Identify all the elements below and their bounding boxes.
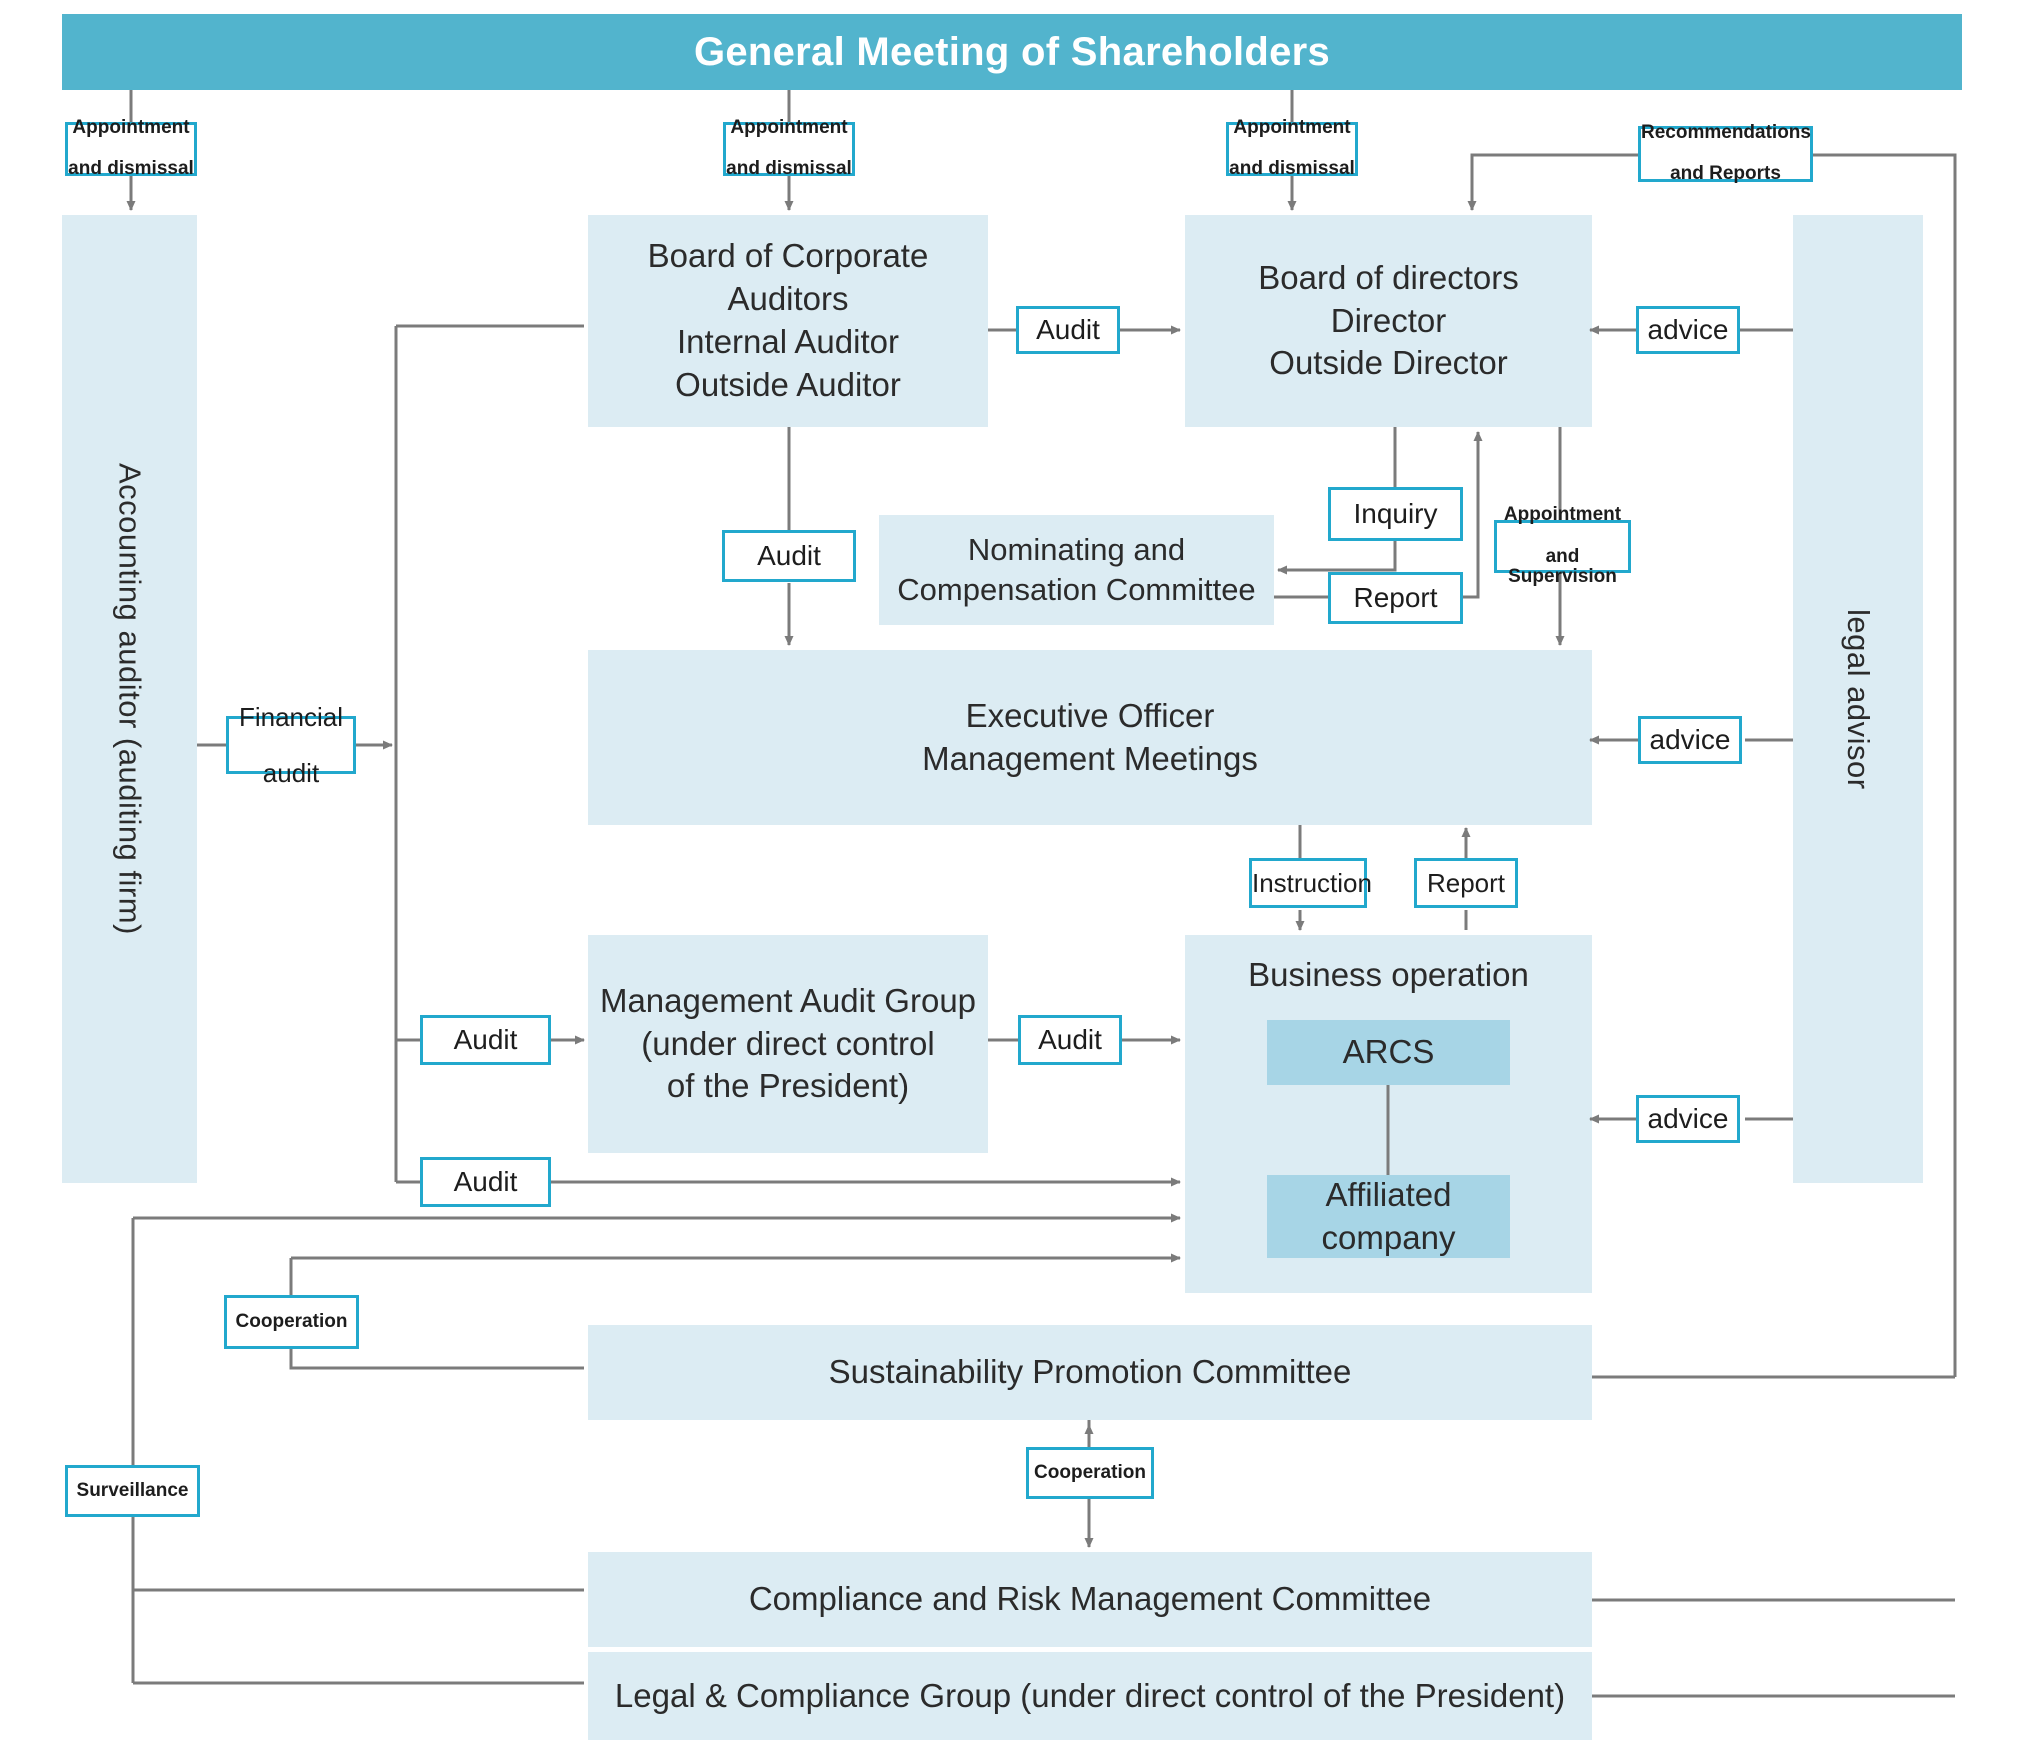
node-legal-and-compliance-group: Legal & Compliance Group (under direct c… bbox=[588, 1652, 1592, 1740]
node-sustainability-promotion-committee: Sustainability Promotion Committee bbox=[588, 1325, 1592, 1420]
ncc-line-2: Compensation Committee bbox=[897, 572, 1256, 607]
ad3-line-1: Appointment bbox=[1233, 117, 1351, 139]
edge-label-advice-to-executive: advice bbox=[1638, 716, 1742, 764]
edge-label-audit-to-business: Audit bbox=[420, 1157, 551, 1207]
eo-line-1: Executive Officer bbox=[965, 696, 1215, 734]
rr-line-1: Recommendations bbox=[1641, 122, 1811, 144]
mag-line-1: Management Audit Group bbox=[599, 981, 977, 1019]
edge-label-inquiry: Inquiry bbox=[1328, 487, 1463, 541]
node-legal-advisor: legal advisor bbox=[1793, 215, 1923, 1183]
as-line-1: Appointment bbox=[1503, 504, 1622, 526]
edge-label-cooperation-left: Cooperation bbox=[224, 1295, 359, 1349]
edge-label-audit-to-management-audit-group: Audit bbox=[420, 1015, 551, 1065]
node-board-of-corporate-auditors: Board of Corporate Auditors Internal Aud… bbox=[588, 215, 988, 427]
as-line-2: and Supervision bbox=[1508, 545, 1617, 588]
edge-label-appointment-and-dismissal-2: Appointment and dismissal bbox=[723, 118, 855, 179]
bca-line-1: Board of Corporate Auditors bbox=[647, 237, 929, 318]
ncc-line-1: Nominating and bbox=[967, 531, 1186, 567]
edge-label-appointment-and-supervision: Appointment and Supervision bbox=[1494, 505, 1631, 587]
bod-line-2: Director bbox=[1330, 301, 1447, 339]
ad3-line-2: and dismissal bbox=[1229, 158, 1355, 180]
node-management-audit-group: Management Audit Group (under direct con… bbox=[588, 935, 988, 1153]
bod-line-1: Board of directors bbox=[1258, 258, 1519, 296]
spc-label: Sustainability Promotion Committee bbox=[828, 1353, 1352, 1391]
node-accounting-auditor: Accounting auditor (auditing firm) bbox=[62, 215, 197, 1183]
edge-label-surveillance: Surveillance bbox=[65, 1465, 200, 1517]
affiliated-line-1: Affiliated bbox=[1325, 1175, 1452, 1213]
eo-line-2: Management Meetings bbox=[922, 739, 1258, 777]
ad1-line-1: Appointment bbox=[72, 117, 190, 139]
edge-label-audit-group-to-business: Audit bbox=[1018, 1015, 1122, 1065]
ad1-line-2: and dismissal bbox=[68, 158, 194, 180]
node-affiliated-company: Affiliated company bbox=[1267, 1175, 1510, 1258]
ad2-line-2: and dismissal bbox=[726, 158, 852, 180]
edge-label-report-to-directors: Report bbox=[1328, 572, 1463, 624]
lcg-label: Legal & Compliance Group (under direct c… bbox=[614, 1676, 1566, 1714]
edge-label-instruction: Instruction bbox=[1249, 858, 1372, 908]
edge-label-appointment-and-dismissal-1: Appointment and dismissal bbox=[65, 118, 197, 179]
node-nominating-and-compensation-committee: Nominating and Compensation Committee bbox=[879, 515, 1274, 625]
crmc-label: Compliance and Risk Management Committee bbox=[748, 1580, 1432, 1618]
fa-line-1: Financial bbox=[238, 701, 344, 732]
bo-title: Business operation bbox=[1248, 955, 1529, 993]
page-title: General Meeting of Shareholders bbox=[693, 29, 1331, 74]
edge-label-audit-auditors-to-directors: Audit bbox=[1016, 306, 1120, 354]
edge-label-audit-to-executive: Audit bbox=[722, 530, 856, 582]
node-board-of-directors: Board of directors Director Outside Dire… bbox=[1185, 215, 1592, 427]
node-arcs: ARCS bbox=[1267, 1020, 1510, 1085]
bod-line-3: Outside Director bbox=[1269, 344, 1508, 382]
node-business-operation: Business operation bbox=[1185, 945, 1592, 1005]
edge-label-appointment-and-dismissal-3: Appointment and dismissal bbox=[1226, 118, 1358, 179]
arcs-label: ARCS bbox=[1342, 1033, 1435, 1071]
accounting-auditor-label: Accounting auditor (auditing firm) bbox=[112, 463, 148, 935]
node-compliance-and-risk-management-committee: Compliance and Risk Management Committee bbox=[588, 1552, 1592, 1647]
bca-line-2: Internal Auditor bbox=[677, 323, 899, 360]
edge-label-cooperation-center: Cooperation bbox=[1026, 1447, 1154, 1499]
legal-advisor-label: legal advisor bbox=[1841, 608, 1876, 790]
edge-label-advice-to-directors: advice bbox=[1636, 306, 1740, 354]
ad2-line-1: Appointment bbox=[730, 117, 848, 139]
affiliated-line-2: company bbox=[1321, 1218, 1456, 1256]
edge-label-financial-audit: Financial audit bbox=[226, 703, 356, 787]
edge-label-recommendations-and-reports: Recommendations and Reports bbox=[1638, 122, 1813, 185]
fa-line-2: audit bbox=[262, 758, 320, 789]
mag-line-3: of the President) bbox=[666, 1067, 910, 1105]
mag-line-2: (under direct control bbox=[641, 1024, 935, 1062]
bca-line-3: Outside Auditor bbox=[675, 365, 901, 403]
edge-label-advice-to-business: advice bbox=[1636, 1095, 1740, 1143]
node-executive-officer: Executive Officer Management Meetings bbox=[588, 650, 1592, 825]
rr-line-2: and Reports bbox=[1670, 163, 1781, 185]
edge-label-report-to-executive: Report bbox=[1414, 858, 1518, 908]
